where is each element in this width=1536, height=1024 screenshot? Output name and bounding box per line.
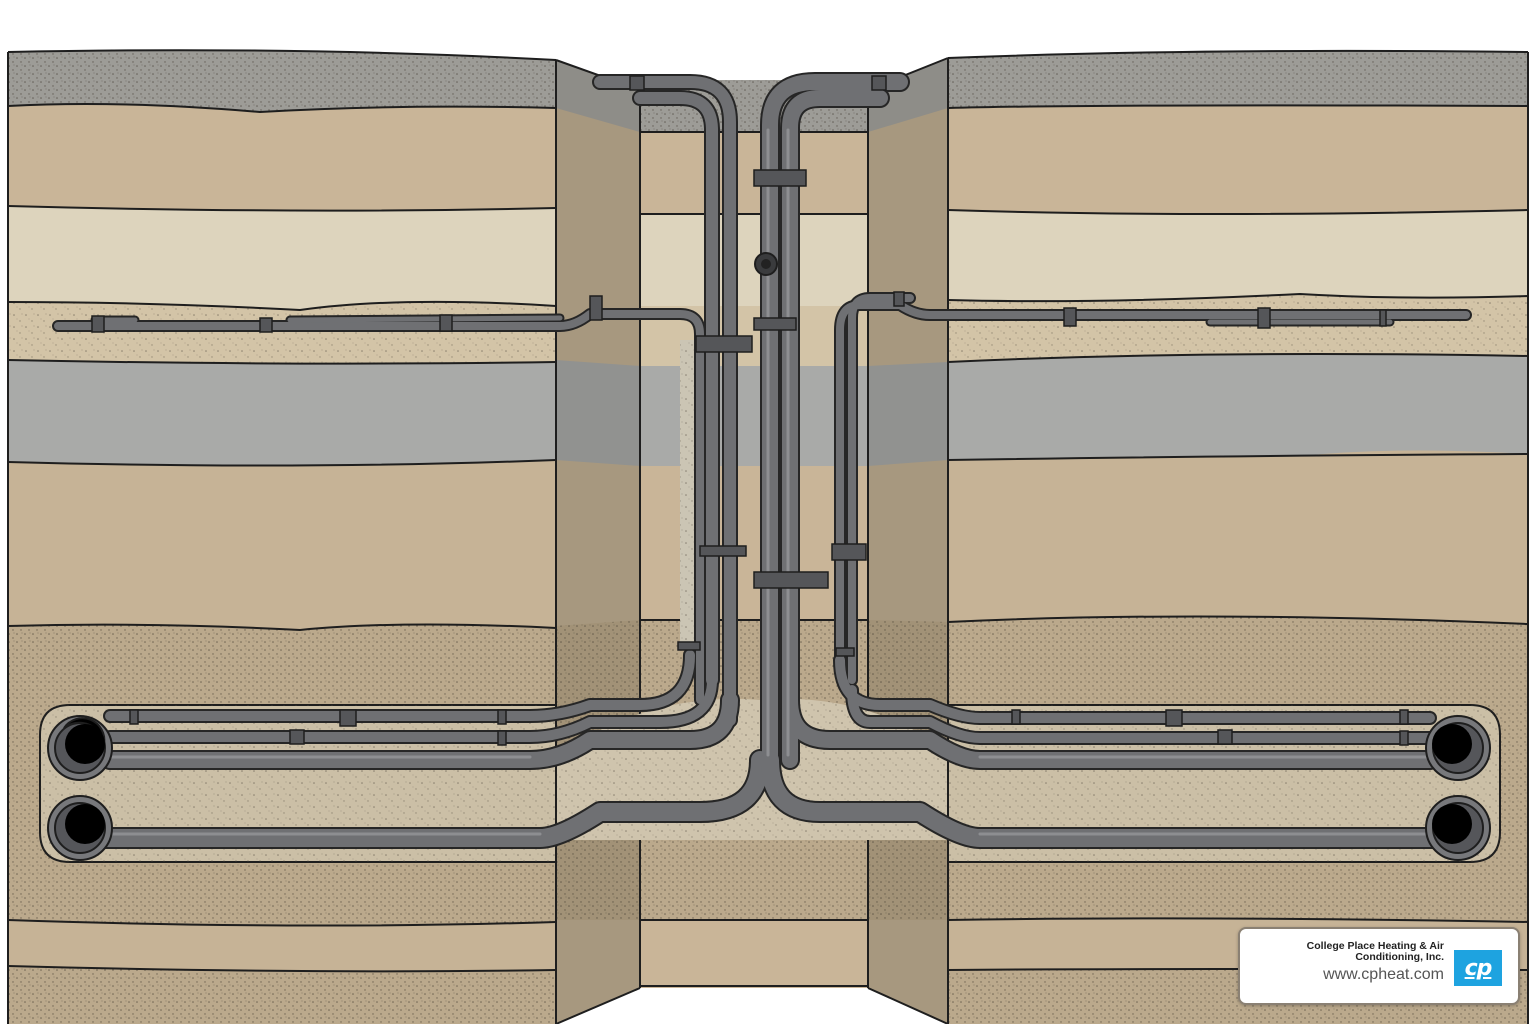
pipe-end-left-upper: [47, 715, 113, 781]
trench: [536, 57, 972, 1024]
pipes: [52, 72, 1472, 849]
pipe-end-right-lower: [1425, 795, 1491, 861]
pipe-end-left-lower: [47, 795, 113, 861]
valve-icon: [754, 252, 778, 276]
company-name-line1: College Place Heating & Air: [1306, 940, 1444, 952]
company-logo-card: College Place Heating & Air Conditioning…: [1238, 927, 1520, 1005]
cp-logo-icon: cp: [1454, 950, 1502, 986]
pipe-couplings: [91, 75, 1409, 746]
company-info: College Place Heating & Air Conditioning…: [1307, 941, 1444, 984]
company-url: www.cpheat.com: [1323, 966, 1444, 983]
company-name-line2: Conditioning, Inc.: [1355, 951, 1444, 963]
logo-badge-text: cp: [1464, 955, 1493, 981]
pipe-end-right-upper: [1425, 715, 1491, 781]
pipe-openings: [47, 715, 1491, 861]
